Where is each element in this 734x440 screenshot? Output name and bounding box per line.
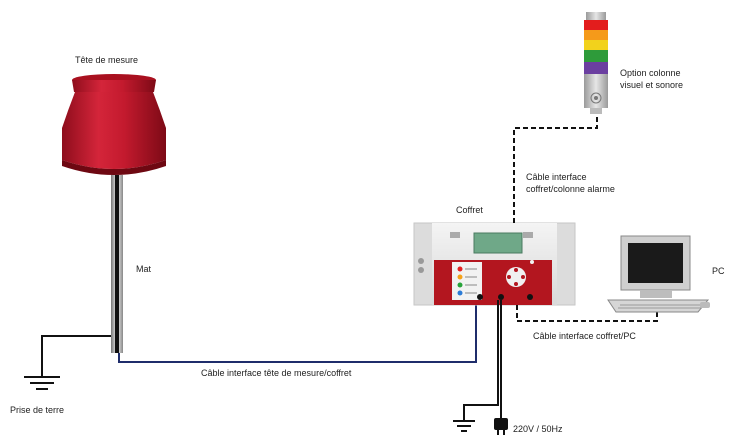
label-tete-de-mesure: Tête de mesure bbox=[75, 55, 139, 65]
pc-computer bbox=[607, 235, 710, 313]
cable-coffret-to-column bbox=[513, 114, 598, 223]
connector bbox=[527, 294, 533, 300]
label-coffret: Coffret bbox=[456, 205, 483, 215]
label-cable-coffret-pc: Câble interface coffret/PC bbox=[533, 331, 636, 341]
connector bbox=[498, 294, 504, 300]
signal-tower bbox=[584, 12, 608, 114]
label-pc: PC bbox=[712, 266, 725, 276]
label-option-colonne-line1: Option colonne bbox=[620, 68, 681, 78]
power-plug-icon bbox=[494, 418, 508, 435]
led-orange bbox=[457, 274, 463, 280]
cable-head-to-coffret bbox=[118, 296, 477, 363]
connector bbox=[477, 294, 483, 300]
label-cable-coffret-colonne-line1: Câble interface bbox=[526, 172, 587, 182]
label-cable-tete-coffret: Câble interface tête de mesure/coffret bbox=[201, 368, 352, 378]
measuring-head bbox=[62, 74, 166, 175]
led-blue bbox=[457, 290, 463, 296]
earth-ground-symbol bbox=[24, 335, 111, 390]
mast bbox=[111, 175, 123, 353]
coffret-box bbox=[413, 222, 576, 306]
cable-coffret-to-pc bbox=[516, 305, 658, 322]
label-cable-coffret-colonne-line2: coffret/colonne alarme bbox=[526, 184, 615, 194]
led-red bbox=[457, 266, 463, 272]
label-alimentation: 220V / 50Hz bbox=[513, 424, 563, 434]
label-option-colonne-line2: visuel et sonore bbox=[620, 80, 684, 90]
label-mat: Mat bbox=[136, 264, 152, 274]
led-green bbox=[457, 282, 463, 288]
power-cable bbox=[453, 300, 502, 432]
label-prise-de-terre: Prise de terre bbox=[10, 405, 65, 415]
keypad bbox=[506, 267, 526, 287]
